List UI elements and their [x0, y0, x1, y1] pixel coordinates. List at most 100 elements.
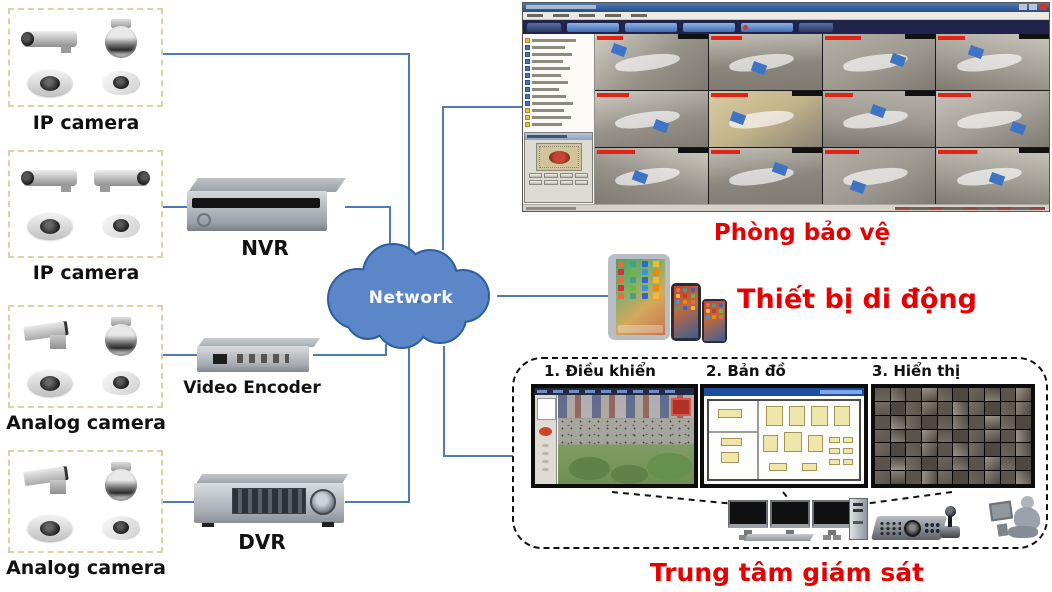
- ptz-button[interactable]: [559, 173, 573, 178]
- app-icon[interactable]: [653, 293, 660, 299]
- app-icon[interactable]: [683, 294, 688, 298]
- camera-tree-item[interactable]: [525, 72, 592, 79]
- app-icon[interactable]: [618, 277, 624, 283]
- app-icon[interactable]: [676, 306, 680, 310]
- app-icon[interactable]: [690, 294, 695, 298]
- camera-tile[interactable]: [936, 91, 1049, 147]
- app-icon[interactable]: [690, 300, 695, 304]
- app-icon[interactable]: [641, 285, 648, 291]
- maximize-icon[interactable]: [1029, 4, 1037, 10]
- ptz-button[interactable]: [529, 173, 543, 178]
- camera-tree-item[interactable]: [525, 93, 592, 100]
- camera-tile[interactable]: [822, 34, 936, 90]
- camera-checkbox-icon[interactable]: [525, 73, 530, 78]
- ptz-button[interactable]: [544, 173, 558, 178]
- app-icon[interactable]: [653, 285, 660, 291]
- camera-tile[interactable]: [822, 91, 936, 147]
- toolbar-button[interactable]: [799, 22, 833, 32]
- app-icon[interactable]: [653, 261, 660, 267]
- camera-checkbox-icon[interactable]: [525, 80, 530, 85]
- app-icon[interactable]: [629, 261, 636, 267]
- app-icon[interactable]: [718, 309, 723, 313]
- camera-tile[interactable]: [708, 91, 822, 147]
- app-icon[interactable]: [618, 261, 624, 267]
- camera-tree-item[interactable]: [525, 58, 592, 65]
- ptz-button[interactable]: [574, 180, 588, 185]
- camera-checkbox-icon[interactable]: [525, 59, 530, 64]
- camera-tree-item[interactable]: [525, 114, 592, 121]
- app-icon[interactable]: [690, 288, 695, 292]
- camera-tree-item[interactable]: [525, 107, 592, 114]
- ptz-button[interactable]: [574, 173, 588, 178]
- toolbar-button[interactable]: [567, 22, 619, 32]
- phone-device-1: [671, 283, 701, 341]
- minimize-icon[interactable]: [1019, 4, 1027, 10]
- folder-icon[interactable]: [525, 38, 530, 43]
- app-icon[interactable]: [618, 293, 624, 299]
- app-icon[interactable]: [629, 285, 636, 291]
- app-icon[interactable]: [629, 293, 636, 299]
- camera-tile[interactable]: [708, 34, 822, 90]
- ptz-button[interactable]: [544, 180, 558, 185]
- app-icon[interactable]: [712, 315, 717, 319]
- app-icon[interactable]: [706, 315, 710, 319]
- app-icon[interactable]: [718, 303, 723, 307]
- app-icon[interactable]: [629, 277, 636, 283]
- app-icon[interactable]: [641, 277, 648, 283]
- camera-tile[interactable]: [822, 148, 936, 204]
- app-icon[interactable]: [618, 269, 624, 275]
- app-icon[interactable]: [641, 261, 648, 267]
- app-icon[interactable]: [712, 303, 717, 307]
- camera-tile[interactable]: [595, 34, 708, 90]
- camera-tile[interactable]: [595, 91, 708, 147]
- app-icon[interactable]: [706, 303, 710, 307]
- folder-icon[interactable]: [525, 108, 530, 113]
- folder-icon[interactable]: [525, 115, 530, 120]
- vms-menu-bar[interactable]: [523, 12, 1049, 20]
- ptz-button[interactable]: [529, 180, 543, 185]
- camera-tree-item[interactable]: [525, 44, 592, 51]
- app-icon[interactable]: [690, 306, 695, 310]
- camera-tree-item[interactable]: [525, 100, 592, 107]
- close-icon[interactable]: [1039, 4, 1047, 10]
- camera-checkbox-icon[interactable]: [525, 87, 530, 92]
- camera-tree-item[interactable]: [525, 121, 592, 128]
- camera-tree-item[interactable]: [525, 51, 592, 58]
- camera-checkbox-icon[interactable]: [525, 66, 530, 71]
- app-icon[interactable]: [641, 269, 648, 275]
- app-icon[interactable]: [653, 277, 660, 283]
- toolbar-button[interactable]: [625, 22, 677, 32]
- toolbar-button[interactable]: [527, 22, 561, 32]
- toolbar-alarm-button[interactable]: [741, 22, 793, 32]
- camera-tile[interactable]: [936, 148, 1049, 204]
- camera-tree-item[interactable]: [525, 86, 592, 93]
- app-icon[interactable]: [629, 269, 636, 275]
- camera-checkbox-icon[interactable]: [525, 101, 530, 106]
- app-icon[interactable]: [618, 285, 624, 291]
- app-icon[interactable]: [676, 300, 680, 304]
- app-icon[interactable]: [676, 294, 680, 298]
- camera-tree-item[interactable]: [525, 79, 592, 86]
- camera-tree-item[interactable]: [525, 37, 592, 44]
- camera-tile[interactable]: [708, 148, 822, 204]
- camera-tile[interactable]: [936, 34, 1049, 90]
- app-icon[interactable]: [706, 309, 710, 313]
- toolbar-button[interactable]: [683, 22, 735, 32]
- camera-tile[interactable]: [595, 148, 708, 204]
- wall-tile: [906, 457, 922, 471]
- camera-checkbox-icon[interactable]: [525, 94, 530, 99]
- app-icon[interactable]: [712, 309, 717, 313]
- app-icon[interactable]: [676, 288, 680, 292]
- app-icon[interactable]: [683, 306, 688, 310]
- app-icon[interactable]: [653, 269, 660, 275]
- ptz-compass-control[interactable]: [535, 143, 582, 171]
- app-icon[interactable]: [683, 300, 688, 304]
- app-icon[interactable]: [718, 315, 723, 319]
- camera-tree-item[interactable]: [525, 65, 592, 72]
- camera-checkbox-icon[interactable]: [525, 52, 530, 57]
- folder-icon[interactable]: [525, 122, 530, 127]
- app-icon[interactable]: [641, 293, 648, 299]
- ptz-button[interactable]: [559, 180, 573, 185]
- app-icon[interactable]: [683, 288, 688, 292]
- camera-checkbox-icon[interactable]: [525, 45, 530, 50]
